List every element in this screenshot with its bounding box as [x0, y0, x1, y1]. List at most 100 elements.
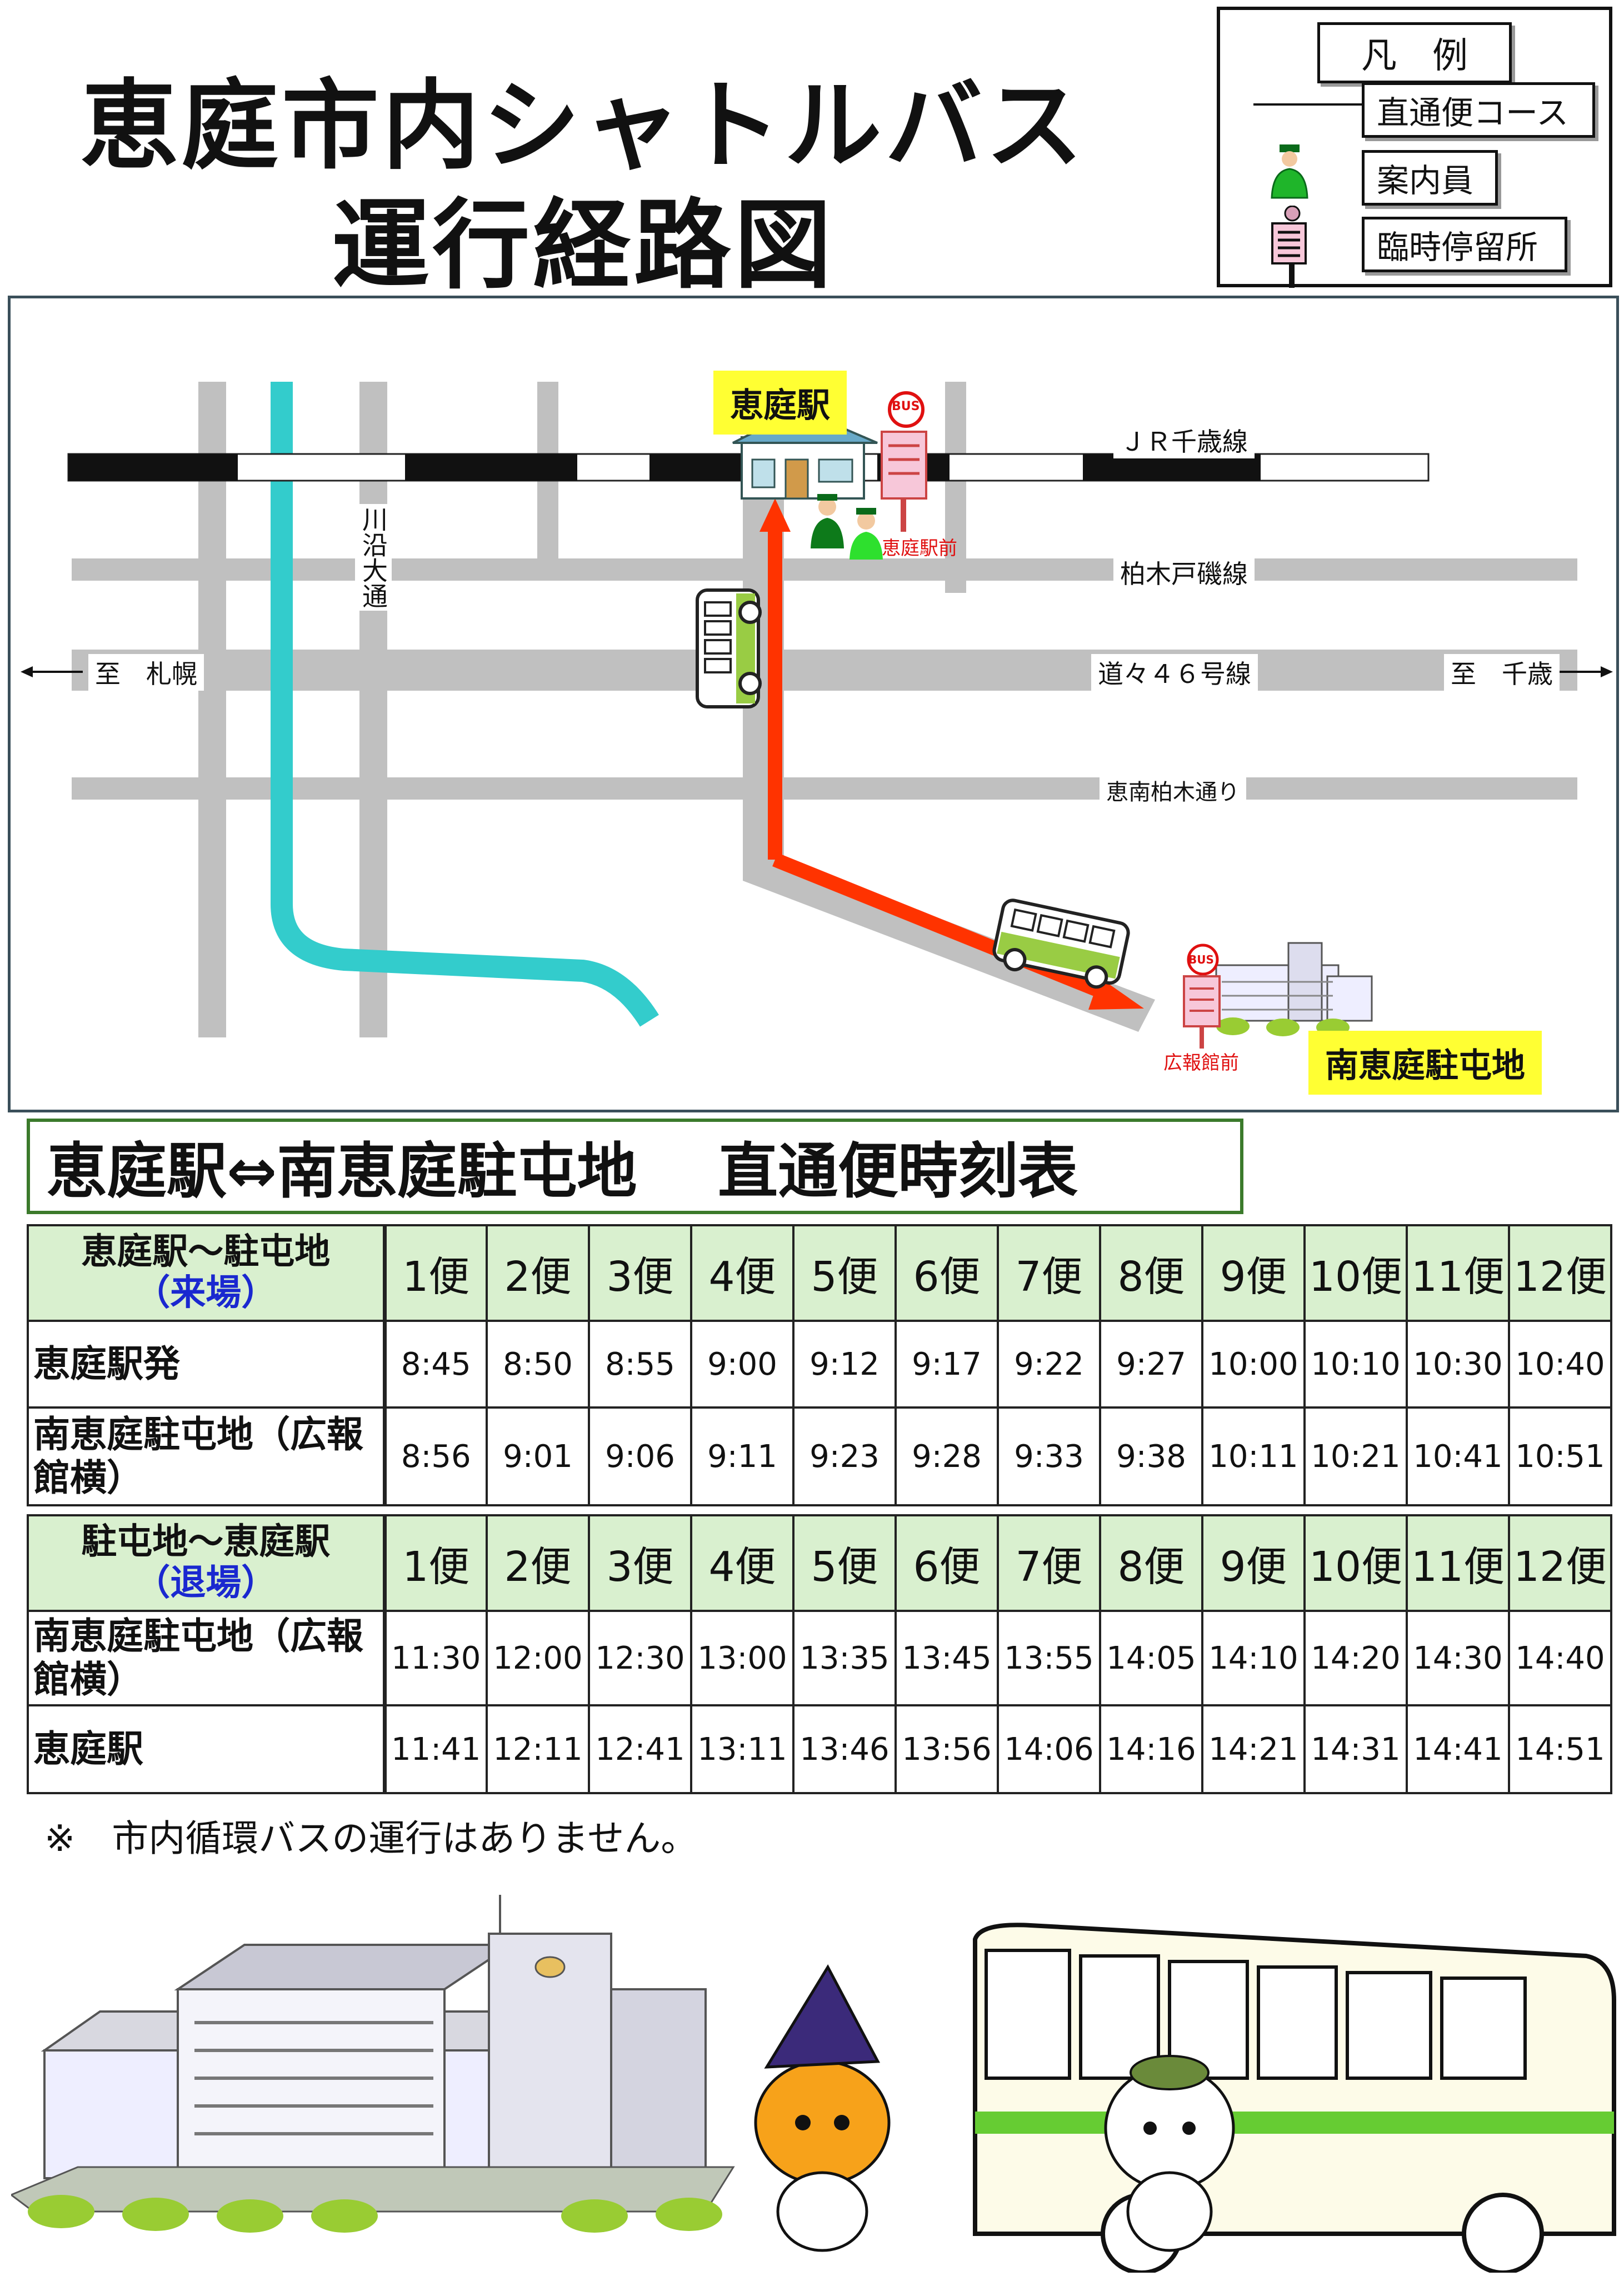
col-header: 7便 [997, 1224, 1101, 1322]
direction-east: 至 千歳 [1444, 654, 1560, 691]
time-cell: 13:56 [895, 1704, 999, 1794]
arrival-header-row: 恵庭駅～駐屯地 （来場） 1便 2便 3便 4便 5便 6便 7便 8便 9便 … [27, 1224, 1612, 1322]
time-cell: 12:00 [486, 1610, 590, 1706]
pr-bus-sign: BUS [1188, 953, 1214, 966]
legend: 凡 例 直通便コース 案内員 臨時停留所 [1217, 7, 1612, 288]
map-drawing [21, 382, 1613, 1049]
road-ennan-kashiwagi [72, 777, 1577, 800]
footnote: ※ 市内循環バスの運行はありません。 [44, 1817, 698, 1860]
time-cell: 14:31 [1303, 1704, 1408, 1794]
guide-person-icon [1271, 144, 1308, 199]
page-title-line2: 運行経路図 [332, 189, 835, 302]
time-cell: 8:50 [486, 1320, 590, 1409]
arrival-direction: 恵庭駅～駐屯地 [81, 1231, 331, 1273]
col-header: 11便 [1406, 1514, 1510, 1612]
pr-stop-label: 広報館前 [1163, 1052, 1239, 1074]
time-cell: 9:00 [690, 1320, 794, 1409]
time-cell: 13:35 [792, 1610, 897, 1706]
row-label: 南恵庭駐屯地（広報館横） [27, 1610, 386, 1706]
departure-mode: （退場） [134, 1563, 277, 1604]
col-header: 2便 [486, 1514, 590, 1612]
arrival-mode: （来場） [134, 1272, 277, 1314]
arrow-east-icon [1601, 666, 1613, 677]
route-map: 恵庭駅 BUS 恵庭駅前 ＪＲ千歳線 柏木戸磯線 道々４６号線 恵南柏木通り 川… [8, 296, 1619, 1112]
road-kashiwagi-iso [72, 558, 1577, 581]
time-cell: 12:11 [486, 1704, 590, 1794]
time-cell: 13:45 [895, 1610, 999, 1706]
time-cell: 10:00 [1201, 1320, 1306, 1409]
col-header: 5便 [792, 1514, 897, 1612]
station-building-icon [732, 408, 878, 500]
col-header: 5便 [792, 1224, 897, 1322]
time-cell: 14:21 [1201, 1704, 1306, 1794]
col-header: 1便 [382, 1514, 488, 1612]
time-cell: 8:45 [382, 1320, 488, 1409]
destination-label: 南恵庭駐屯地 [1308, 1031, 1542, 1095]
col-header: 3便 [588, 1224, 692, 1322]
time-cell: 9:23 [792, 1406, 897, 1506]
road-prefectural-46 [72, 650, 1577, 691]
col-header: 2便 [486, 1224, 590, 1322]
legend-item-route: 直通便コース [1362, 82, 1595, 138]
col-header: 6便 [895, 1514, 999, 1612]
col-header: 4便 [690, 1224, 794, 1322]
time-cell: 9:17 [895, 1320, 999, 1409]
bus-illustration [973, 1923, 1616, 2273]
col-header: 10便 [1303, 1514, 1408, 1612]
col-header: 4便 [690, 1514, 794, 1612]
station-bus-stop-icon [881, 391, 927, 532]
col-header: 9便 [1201, 1224, 1306, 1322]
arrival-direction-cell: 恵庭駅～駐屯地 （来場） [27, 1224, 386, 1322]
time-cell: 9:06 [588, 1406, 692, 1506]
bus-diagonal-icon [992, 899, 1130, 989]
time-cell: 13:00 [690, 1610, 794, 1706]
pr-bus-stop-icon [1183, 944, 1221, 1049]
rail-line-label: ＪＲ千歳線 [1113, 422, 1255, 458]
time-cell: 14:10 [1201, 1610, 1306, 1706]
time-cell: 14:40 [1508, 1610, 1612, 1706]
row-label: 恵庭駅発 [27, 1320, 386, 1409]
departure-direction-cell: 駐屯地～恵庭駅 （退場） [27, 1514, 386, 1612]
time-cell: 10:51 [1508, 1406, 1612, 1506]
departure-direction: 駐屯地～恵庭駅 [81, 1521, 331, 1563]
time-cell: 9:11 [690, 1406, 794, 1506]
time-cell: 9:28 [895, 1406, 999, 1506]
time-cell: 10:40 [1508, 1320, 1612, 1409]
road-vertical-4 [945, 382, 966, 593]
time-cell: 10:41 [1406, 1406, 1510, 1506]
legend-item-guide: 案内員 [1362, 150, 1498, 206]
time-cell: 9:27 [1099, 1320, 1203, 1409]
col-header: 3便 [588, 1514, 692, 1612]
station-guide-icons [811, 494, 883, 560]
station-label: 恵庭駅 [713, 371, 847, 435]
time-cell: 14:06 [997, 1704, 1101, 1794]
station-bus-sign: BUS [892, 400, 920, 413]
col-header: 8便 [1099, 1224, 1203, 1322]
departure-header-row: 駐屯地～恵庭駅 （退場） 1便 2便 3便 4便 5便 6便 7便 8便 9便 … [27, 1514, 1612, 1612]
time-cell: 11:30 [382, 1610, 488, 1706]
time-cell: 11:41 [382, 1704, 488, 1794]
station-stop-label: 恵庭駅前 [882, 537, 957, 560]
soldier-sheep-mascot-icon [1104, 2055, 1235, 2252]
arrow-icon [1253, 99, 1375, 110]
col-header: 1便 [382, 1224, 488, 1322]
road-label-kashiwagi-iso: 柏木戸磯線 [1113, 554, 1255, 591]
time-cell: 9:12 [792, 1320, 897, 1409]
time-cell: 13:11 [690, 1704, 794, 1794]
legend-item-bus-stop: 臨時停留所 [1362, 217, 1567, 272]
col-header: 12便 [1508, 1224, 1612, 1322]
col-header: 6便 [895, 1224, 999, 1322]
time-cell: 14:16 [1099, 1704, 1203, 1794]
table-row: 恵庭駅 11:41 12:11 12:41 13:11 13:46 13:56 … [27, 1704, 1612, 1794]
page-title-line1: 恵庭市内シャトルバス [81, 70, 1086, 183]
time-cell: 12:30 [588, 1610, 692, 1706]
time-cell: 10:11 [1201, 1406, 1306, 1506]
bus-vertical-icon [696, 588, 762, 708]
time-cell: 14:05 [1099, 1610, 1203, 1706]
time-cell: 9:33 [997, 1406, 1101, 1506]
road-label-kawazoi: 川沿大通 [355, 504, 392, 611]
col-header: 9便 [1201, 1514, 1306, 1612]
time-cell: 13:46 [792, 1704, 897, 1794]
river [271, 382, 659, 1027]
road-label-ennan-kashiwagi: 恵南柏木通り [1100, 774, 1246, 806]
